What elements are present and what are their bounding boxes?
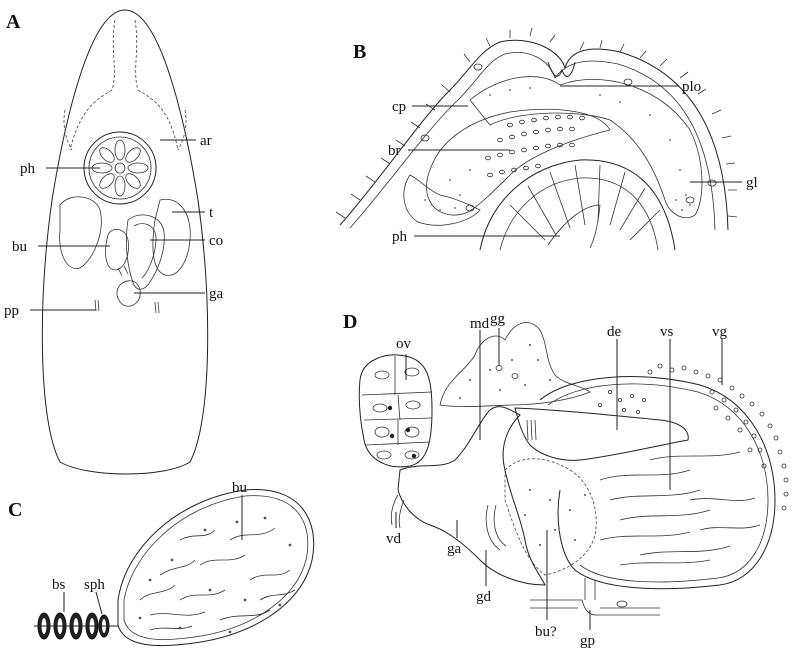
panel-c-bursa-inner bbox=[123, 495, 309, 640]
panel-b-nucleus-5 bbox=[685, 196, 695, 204]
panel-d-vesicle-content bbox=[599, 451, 761, 566]
panel-b-epidermis-inner bbox=[349, 52, 716, 231]
panel-b-brain bbox=[426, 108, 611, 216]
panel-d-atrium bbox=[397, 406, 546, 586]
panel-b: B bbox=[335, 27, 758, 251]
panel-d-bursa bbox=[504, 458, 597, 576]
panel-d-ovary-nuclei bbox=[387, 405, 417, 459]
panel-a-body-outline bbox=[41, 9, 209, 475]
panel-a-testis-right bbox=[152, 198, 191, 276]
panel-d-label-gp: gp bbox=[580, 633, 595, 649]
panel-b-cilia bbox=[335, 27, 738, 219]
panel-b-label-gl: gl bbox=[746, 175, 758, 191]
panel-b-pharynx-inner bbox=[499, 177, 659, 251]
panel-a-copulatory-organ-inner bbox=[133, 223, 157, 279]
panel-d-body-wall bbox=[530, 599, 660, 616]
panel-b-nucleus-2 bbox=[623, 78, 633, 86]
panel-d-ejaculatory-duct bbox=[514, 407, 689, 461]
panel-d-label-vg: vg bbox=[712, 324, 728, 340]
panel-b-nucleus-3 bbox=[420, 134, 430, 142]
panel-a-bursa bbox=[105, 229, 129, 271]
panel-a-label-co: co bbox=[209, 233, 223, 249]
panel-d-label-vd: vd bbox=[386, 531, 402, 547]
panel-b-stippling bbox=[424, 87, 691, 211]
panel-d-genital-duct bbox=[485, 504, 507, 551]
panel-a: A bbox=[4, 9, 224, 475]
panel-c-label-bu: bu bbox=[232, 480, 248, 496]
panel-d-nucleus-a bbox=[495, 365, 503, 371]
panel-b-nucleus-6 bbox=[707, 179, 717, 187]
panel-a-label-pp: pp bbox=[4, 303, 19, 319]
panel-b-pharynx-septa bbox=[509, 164, 661, 241]
panel-b-label-br: br bbox=[388, 143, 401, 159]
panel-a-letter: A bbox=[6, 11, 21, 33]
panel-b-nuclei-rows bbox=[485, 114, 585, 178]
panel-d-vas-deferens bbox=[390, 494, 405, 529]
panel-b-left-process bbox=[403, 174, 481, 226]
panel-b-pharynx-cone bbox=[547, 204, 601, 249]
panel-c-letter: C bbox=[8, 499, 22, 521]
panel-d-vesicular-granules bbox=[598, 363, 789, 511]
panel-b-gland-mass bbox=[469, 76, 703, 219]
panel-d-nucleus-b bbox=[511, 373, 519, 379]
panel-d-wall-nucleus bbox=[616, 600, 628, 608]
panel-c: C bu bs sph bbox=[8, 480, 315, 647]
panel-a-rhabdite-tract-left bbox=[63, 109, 73, 151]
panel-d-bursa-dots bbox=[524, 489, 586, 546]
panel-d-label-gg: gg bbox=[490, 311, 506, 327]
panel-b-epidermis-outer bbox=[339, 39, 729, 231]
panel-a-testis-left bbox=[59, 196, 102, 269]
panel-b-nucleus-4 bbox=[465, 204, 475, 212]
panel-c-sph-leader bbox=[95, 591, 103, 615]
panel-d-label-vs: vs bbox=[660, 324, 674, 340]
panel-a-label-ph: ph bbox=[20, 161, 36, 177]
panel-d-seminal-vesicle bbox=[539, 376, 776, 590]
panel-d-label-de: de bbox=[607, 324, 622, 340]
panel-b-letter: B bbox=[353, 41, 366, 63]
panel-d-gland-dots bbox=[459, 344, 551, 399]
panel-a-copulatory-organ bbox=[126, 214, 165, 290]
panel-d-label-md: md bbox=[470, 316, 490, 332]
panel-c-label-bs: bs bbox=[52, 577, 66, 593]
panel-a-sphincter bbox=[117, 265, 129, 277]
panel-c-bursa-dots bbox=[138, 516, 292, 634]
panel-d-gland-mass bbox=[439, 322, 591, 407]
panel-a-anterior-gland bbox=[69, 19, 179, 151]
panel-a-label-ar: ar bbox=[200, 133, 212, 149]
panel-d: D bbox=[343, 311, 789, 649]
panel-c-bursa-content bbox=[139, 527, 296, 631]
panel-a-pharynx-lobes bbox=[91, 139, 149, 197]
panel-b-label-cp: cp bbox=[392, 99, 406, 115]
panel-b-nucleus-1 bbox=[473, 63, 483, 71]
panel-d-seminal-vesicle-inner bbox=[547, 383, 769, 583]
panel-c-sphincter-rings bbox=[37, 612, 110, 640]
panel-d-letter: D bbox=[343, 311, 357, 333]
panel-d-label-ga: ga bbox=[447, 541, 462, 557]
panel-d-label-gd: gd bbox=[476, 589, 492, 605]
panel-b-label-plo: plo bbox=[682, 79, 701, 95]
panel-d-ovary bbox=[358, 354, 433, 468]
panel-a-label-t: t bbox=[209, 205, 214, 221]
panel-a-rhabdite-tract-right bbox=[177, 109, 187, 151]
panel-b-label-ph: ph bbox=[392, 229, 408, 245]
panel-c-bursa-outer bbox=[117, 489, 315, 647]
panel-a-genital-atrium bbox=[116, 280, 141, 307]
panel-d-gonopore bbox=[584, 578, 596, 600]
panel-d-ovary-cells bbox=[361, 356, 433, 460]
panel-d-label-ov: ov bbox=[396, 336, 412, 352]
panel-b-pharynx-lumen-opening bbox=[547, 61, 576, 77]
panel-d-label-bu: bu? bbox=[535, 624, 557, 640]
panel-a-pp-right bbox=[154, 301, 160, 314]
panel-a-pp-left bbox=[94, 299, 100, 312]
panel-a-label-ga: ga bbox=[209, 286, 224, 302]
panel-b-pharynx bbox=[479, 159, 676, 251]
panel-c-label-sph: sph bbox=[84, 577, 105, 593]
panel-d-duct-rings bbox=[526, 419, 537, 441]
panel-a-label-bu: bu bbox=[12, 239, 28, 255]
